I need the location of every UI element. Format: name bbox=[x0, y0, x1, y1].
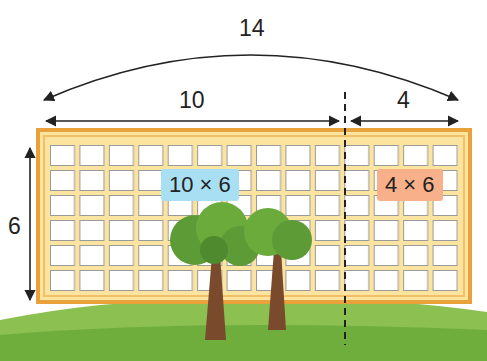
product-text: 4 × 6 bbox=[385, 172, 435, 197]
dimension-label: 6 bbox=[8, 215, 21, 238]
product-label-box: 4 × 6 bbox=[377, 169, 443, 201]
dimension-label: 14 bbox=[239, 17, 265, 40]
product-text: 10 × 6 bbox=[169, 172, 231, 197]
dimension-label: 10 bbox=[179, 89, 205, 112]
product-label-box: 10 × 6 bbox=[161, 169, 239, 201]
dimension-label: 4 bbox=[397, 89, 410, 112]
